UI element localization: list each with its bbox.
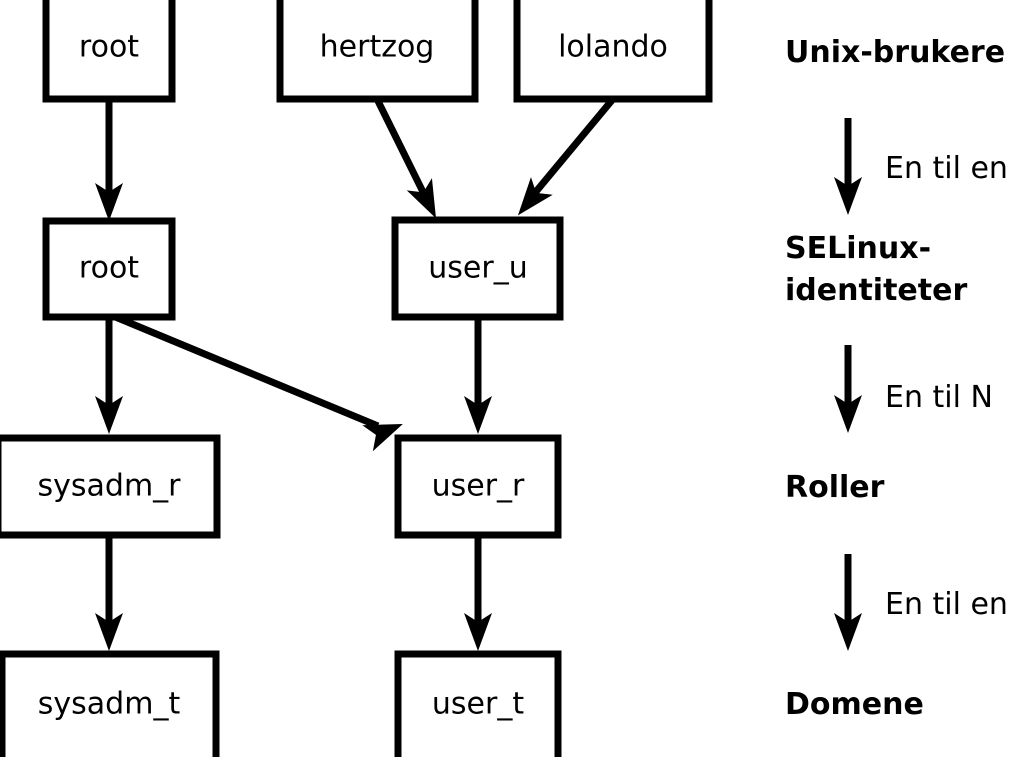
edge-lolando-to-user-u [507,96,616,225]
legend-arrow-identity-to-role [834,345,862,433]
node-unix-root[interactable]: root [42,0,176,103]
node-user-t[interactable]: user_t [394,650,562,757]
legend-arrow-role-to-domain [834,554,862,651]
legend-level-unix-users: Unix-brukere [785,35,1005,70]
edge-se-root-to-user-r [111,312,409,452]
legend-relation-role-to-domain: En til en [885,587,1008,622]
node-label: root [79,30,139,65]
node-label: user_r [432,469,525,504]
node-layer: root hertzog lolando root user_u sysadm_ [0,0,713,757]
legend-relation-identity-to-role: En til N [885,380,993,415]
legend-column: Unix-brukere En til en SELinux- identite… [785,35,1008,722]
legend-arrow-unix-to-identity [834,118,862,215]
node-label: user_t [432,687,524,722]
node-label: lolando [558,30,668,65]
node-label: sysadm_r [38,469,182,504]
node-hertzog[interactable]: hertzog [276,0,479,103]
node-sysadm-r[interactable]: sysadm_r [0,434,221,539]
legend-level-selinux-identities-line1: SELinux- [785,231,931,266]
node-user-u[interactable]: user_u [391,216,564,321]
edge-user-u-to-user-r [464,317,492,434]
node-sysadm-t[interactable]: sysadm_t [0,650,220,757]
legend-level-domains: Domene [785,687,924,722]
legend-relation-unix-to-identity: En til en [885,151,1008,186]
node-label: sysadm_t [38,687,181,722]
edge-hertzog-to-user-u [373,97,449,225]
node-user-r[interactable]: user_r [394,434,562,539]
edge-unix-root-to-se-root [95,99,123,221]
node-label: hertzog [320,30,435,65]
legend-level-selinux-identities-line2: identiteter [785,273,967,308]
edge-se-root-to-sysadm-r [95,317,123,434]
node-label: root [79,251,139,286]
edge-user-r-to-user-t [464,535,492,651]
legend-level-roles: Roller [785,470,885,505]
edge-layer [95,96,616,651]
node-label: user_u [428,251,527,286]
node-lolando[interactable]: lolando [513,0,713,103]
node-selinux-root[interactable]: root [42,217,176,321]
edge-sysadm-r-to-sysadm-t [95,535,123,651]
